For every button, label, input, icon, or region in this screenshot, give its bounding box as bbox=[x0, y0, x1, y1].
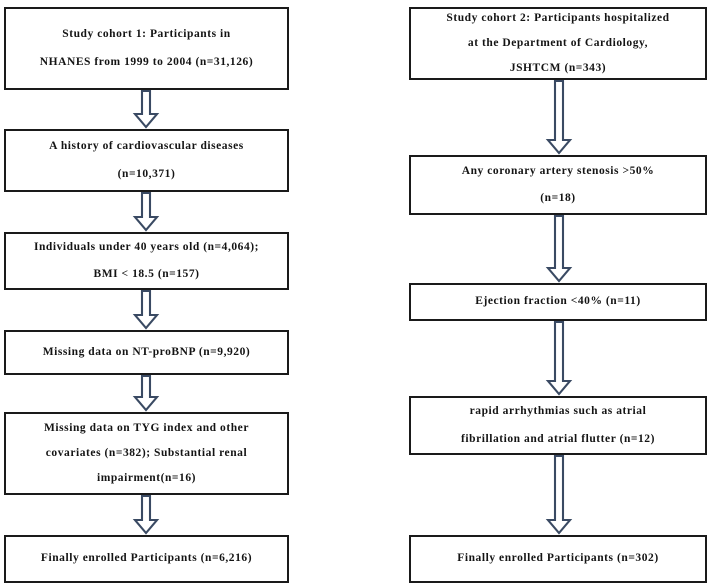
arrow-down-icon bbox=[130, 495, 162, 535]
node-text-line: BMI < 18.5 (n=157) bbox=[93, 268, 200, 280]
cohort-2-column: Study cohort 2: Participants hospitalize… bbox=[356, 0, 712, 587]
node-text-line: Finally enrolled Participants (n=302) bbox=[457, 552, 659, 565]
node-text-line: (n=10,371) bbox=[117, 167, 176, 180]
node-text-line: Study cohort 1: Participants in bbox=[62, 28, 231, 41]
node-text-line: Study cohort 2: Participants hospitalize… bbox=[446, 11, 670, 24]
arrow-down-icon bbox=[543, 455, 575, 535]
cohort-1-column: Study cohort 1: Participants in NHANES f… bbox=[4, 7, 289, 583]
arrow-down-icon bbox=[130, 192, 162, 232]
arrow-down-icon bbox=[130, 290, 162, 330]
node-exclusion-missing-ntprobnp: Missing data on NT-proBNP (n=9,920) bbox=[4, 330, 289, 375]
arrow-down-icon bbox=[543, 80, 575, 155]
node-final-enrolled-cohort-2: Finally enrolled Participants (n=302) bbox=[409, 535, 707, 583]
node-text-line: covariates (n=382); Substantial renal bbox=[45, 446, 248, 459]
node-text-line: at the Department of Cardiology, bbox=[467, 36, 649, 49]
node-text-line: (n=18) bbox=[540, 192, 576, 204]
node-text-line: Finally enrolled Participants (n=6,216) bbox=[40, 552, 253, 565]
node-text-line: JSHTCM (n=343) bbox=[509, 62, 607, 75]
arrow-down-icon bbox=[130, 90, 162, 129]
node-text-line: Missing data on TYG index and other bbox=[44, 421, 249, 434]
node-text-line: fibrillation and atrial flutter (n=12) bbox=[461, 432, 655, 445]
node-text-line: rapid arrhythmias such as atrial bbox=[469, 405, 647, 418]
node-study-cohort-2-source: Study cohort 2: Participants hospitalize… bbox=[409, 7, 707, 80]
node-text-line: A history of cardiovascular diseases bbox=[49, 140, 244, 153]
node-text-line: Ejection fraction <40% (n=11) bbox=[475, 295, 641, 308]
node-exclusion-ejection-fraction: Ejection fraction <40% (n=11) bbox=[409, 283, 707, 321]
node-text-line: Missing data on NT-proBNP (n=9,920) bbox=[42, 345, 251, 358]
arrow-down-icon bbox=[543, 321, 575, 396]
node-exclusion-missing-tyg-and-renal: Missing data on TYG index and other cova… bbox=[4, 412, 289, 495]
node-exclusion-coronary-stenosis: Any coronary artery stenosis >50% (n=18) bbox=[409, 155, 707, 215]
node-text-line: Individuals under 40 years old (n=4,064)… bbox=[33, 240, 260, 253]
node-text-line: impairment(n=16) bbox=[96, 472, 197, 485]
node-exclusion-age-and-bmi: Individuals under 40 years old (n=4,064)… bbox=[4, 232, 289, 290]
node-text-line: NHANES from 1999 to 2004 (n=31,126) bbox=[39, 55, 254, 68]
node-study-cohort-1-source: Study cohort 1: Participants in NHANES f… bbox=[4, 7, 289, 90]
node-exclusion-cardiovascular-history: A history of cardiovascular diseases (n=… bbox=[4, 129, 289, 192]
node-final-enrolled-cohort-1: Finally enrolled Participants (n=6,216) bbox=[4, 535, 289, 583]
arrow-down-icon bbox=[543, 215, 575, 283]
node-exclusion-rapid-arrhythmias: rapid arrhythmias such as atrial fibrill… bbox=[409, 396, 707, 455]
arrow-down-icon bbox=[130, 375, 162, 412]
node-text-line: Any coronary artery stenosis >50% bbox=[461, 164, 655, 177]
